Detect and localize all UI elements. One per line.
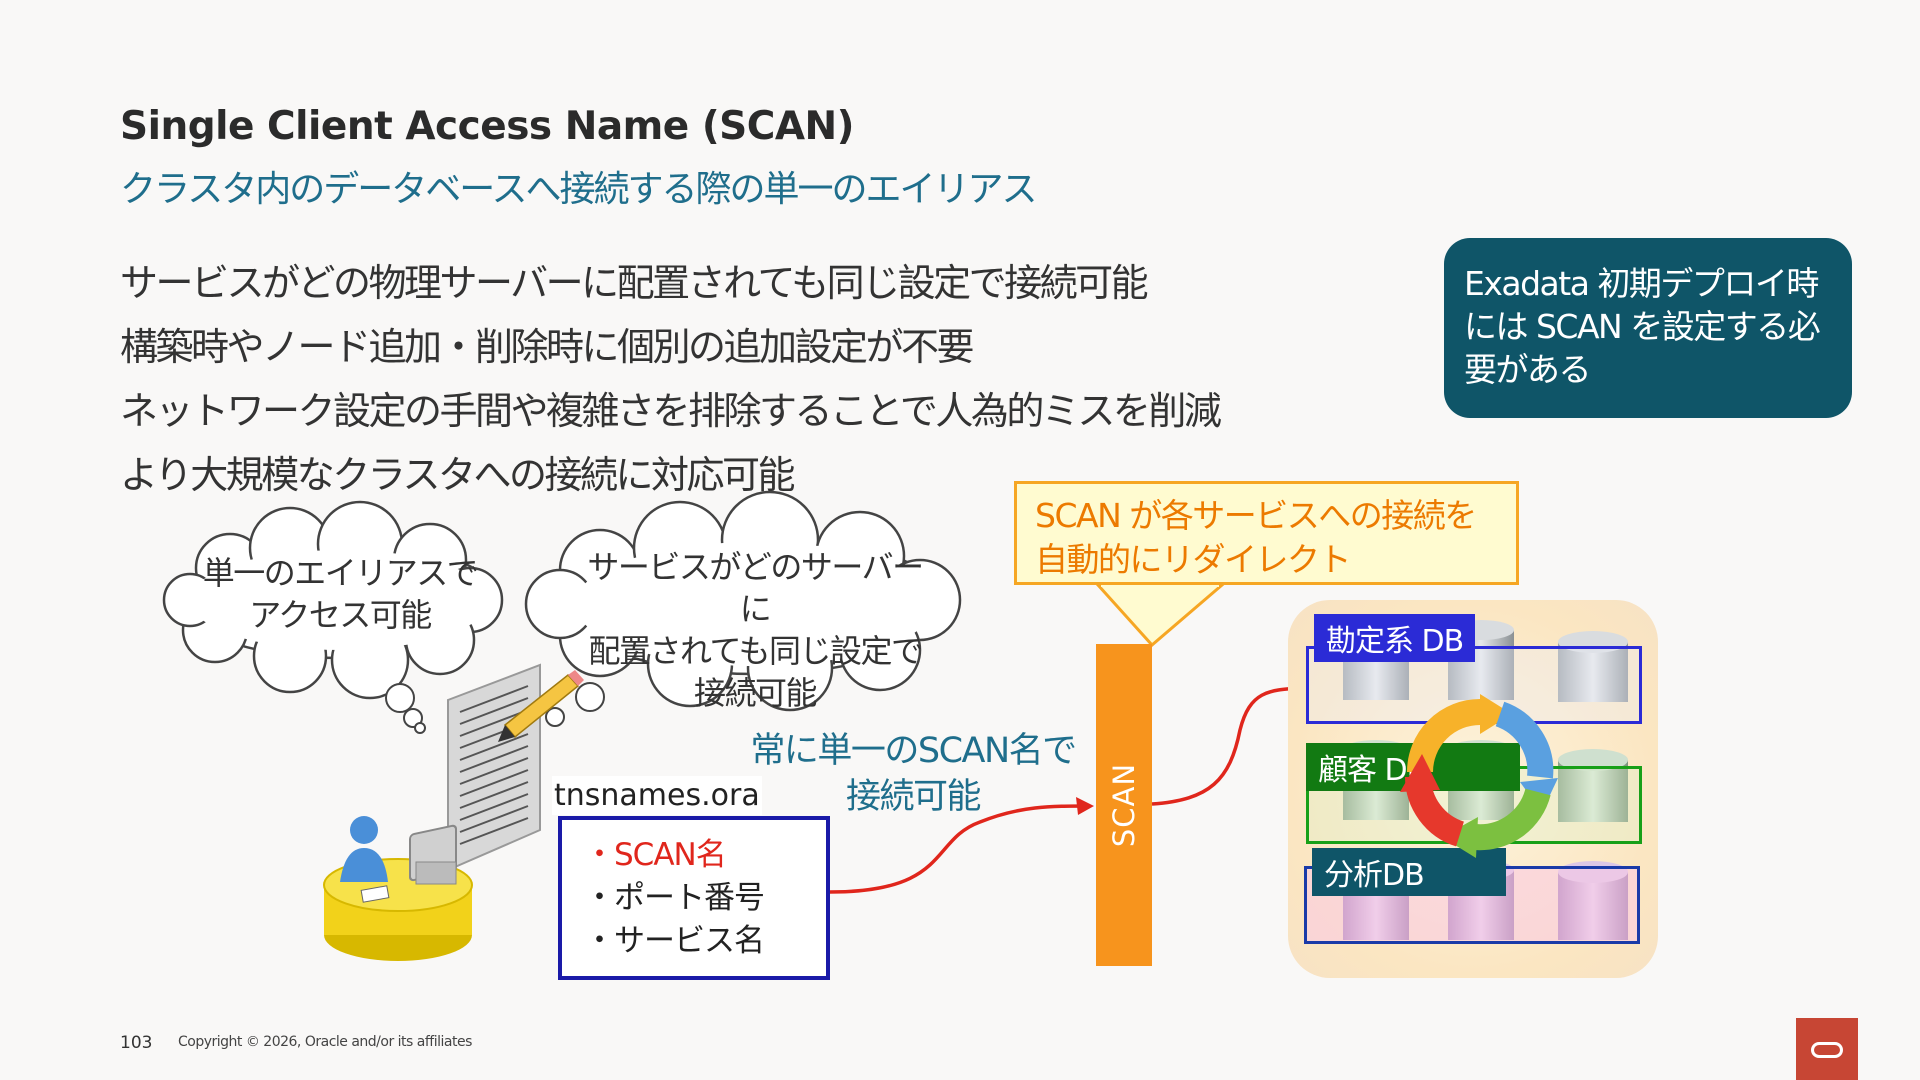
slide-subtitle: クラスタ内のデータベースへ接続する際の単一のエイリアス [120,169,1037,210]
tns-item-scan: ・SCAN名 [584,837,727,873]
thought-bubbles-right [545,682,605,727]
tns-item-port: ・ポート番号 [584,880,765,916]
thought-bubbles-left [385,683,426,734]
exadata-callout: Exadata 初期デプロイ時には SCAN を設定する必要がある [1444,238,1852,418]
document-icon [447,663,541,872]
thought-cloud-left [162,500,504,700]
tns-item-service: ・サービス名 [584,923,765,959]
scan-bar-label: SCAN [1107,762,1142,848]
user-desk-icon [323,816,473,961]
cloud-left-text: 単一のエイリアスで アクセス可能 [202,554,479,634]
page-number: 103 [120,1033,153,1053]
bullet-2: 構築時やノード追加・削除時に個別の追加設定が不要 [120,325,975,369]
bullet-1: サービスがどの物理サーバーに配置されても同じ設定で接続可能 [120,261,1149,305]
thought-cloud-right [524,490,962,712]
slide-title: Single Client Access Name (SCAN) [120,104,855,149]
tnsnames-label: tnsnames.ora [552,776,762,815]
copyright-notice: Copyright © 2026, Oracle and/or its affi… [178,1034,472,1050]
scan-name-phrase: 常に単一のSCAN名で 接続可能 [750,731,1077,817]
cloud-right-text: サービスがどのサーバーに 配置されても同じ設定で 接続可能 [587,548,924,712]
oracle-logo [1796,1018,1858,1080]
bullet-3: ネットワーク設定の手間や複雑さを排除することで人為的ミスを削減 [120,389,1222,433]
connection-arrow-1 [829,804,1091,894]
tnsnames-box: ・SCAN名 ・ポート番号 ・サービス名 [558,816,830,980]
cycle-arrows-icon [1400,694,1558,858]
scan-bar [1096,644,1152,966]
db-label-accounting: 勘定系 DB [1314,614,1476,662]
bullet-4: より大規模なクラスタへの接続に対応可能 [120,453,795,497]
pencil-icon [498,670,584,742]
connection-arrow-2 [1151,686,1303,806]
scan-redirect-callout: SCAN が各サービスへの接続を 自動的にリダイレクト [1014,481,1519,585]
